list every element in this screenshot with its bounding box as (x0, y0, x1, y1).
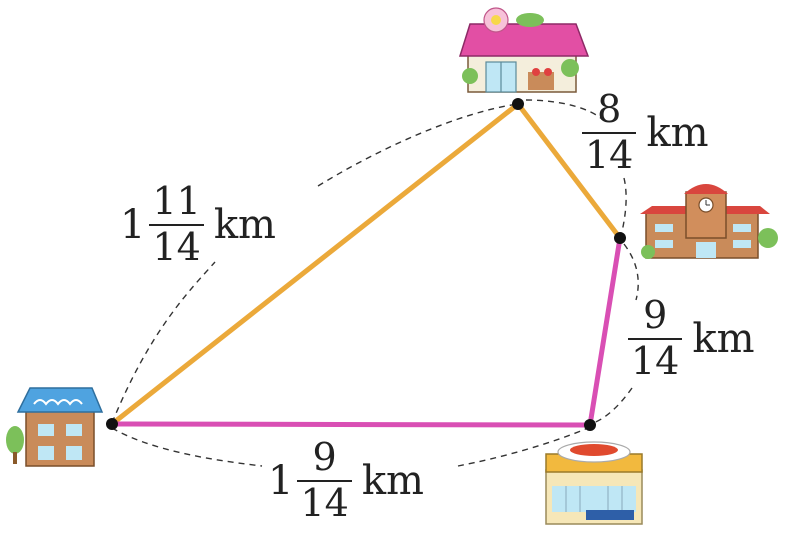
point-left (106, 418, 118, 430)
route-right-bottom (587, 235, 623, 428)
label-left-top-denominator: 14 (152, 225, 201, 270)
label-left-top-unit: km (213, 202, 276, 249)
label-bottom-whole: 1 (268, 458, 294, 505)
fraction-bar (582, 131, 637, 135)
house-icon (6, 387, 104, 467)
fraction-bar (297, 479, 352, 483)
arc-top-right-lower (620, 177, 627, 237)
school-icon (640, 184, 778, 259)
label-top-right-unit: km (646, 110, 709, 157)
fraction-bar (149, 223, 204, 227)
label-top-right-denominator: 14 (585, 133, 634, 178)
arc-left-top (111, 261, 216, 424)
arc-left-top-upper (317, 103, 519, 187)
arc-right-bottom (623, 243, 639, 301)
label-left-top-whole: 1 (120, 202, 146, 249)
label-bottom-denominator: 14 (300, 481, 349, 526)
label-bottom-fraction: 9 14 (297, 435, 352, 526)
arc-bottom (111, 427, 263, 467)
flower-shop-icon (458, 7, 590, 93)
route-top-right (515, 101, 623, 241)
point-right (614, 232, 626, 244)
label-right-unit: km (692, 316, 755, 363)
restaurant-icon (545, 441, 643, 525)
route-bottom (109, 421, 593, 428)
label-left-top-numerator: 11 (152, 179, 201, 223)
arc-bottom-right (457, 427, 589, 467)
label-bottom: 1 9 14 km (268, 435, 424, 526)
label-right-numerator: 9 (643, 293, 668, 337)
fraction-bar (628, 337, 683, 341)
arc-top-right (525, 99, 604, 121)
point-bottom (584, 419, 596, 431)
label-right: 9 14 km (628, 293, 755, 384)
label-bottom-unit: km (361, 458, 424, 505)
label-right-fraction: 9 14 (628, 293, 683, 384)
point-top (512, 98, 524, 110)
route-left-top (109, 101, 521, 427)
label-left-top: 1 11 14 km (120, 179, 276, 270)
label-left-top-fraction: 11 14 (149, 179, 204, 270)
label-bottom-numerator: 9 (312, 435, 337, 479)
label-top-right: 8 14 km (582, 87, 709, 178)
label-top-right-fraction: 8 14 (582, 87, 637, 178)
label-right-denominator: 14 (631, 339, 680, 384)
arc-right-bottom-lower (589, 387, 633, 425)
label-top-right-numerator: 8 (597, 87, 622, 131)
